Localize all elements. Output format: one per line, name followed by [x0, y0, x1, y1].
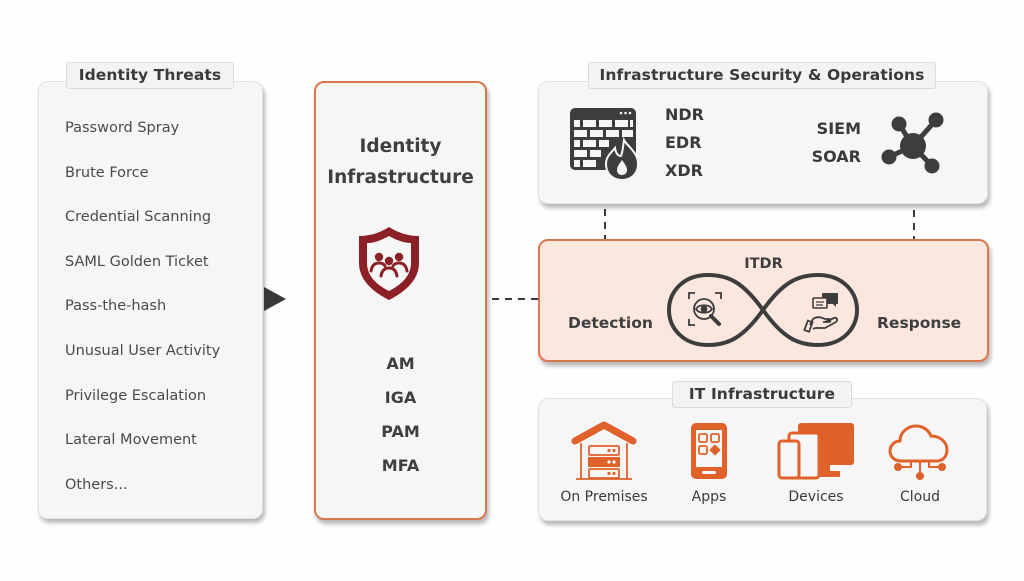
it-item-label: Apps [691, 489, 727, 505]
threat-item: Unusual User Activity [65, 342, 221, 359]
ndr-item: XDR [665, 161, 703, 180]
identity-infrastructure-panel: Identity Infrastructure AM IGA PAM MFA [314, 81, 487, 520]
threat-item: Privilege Escalation [65, 387, 207, 404]
infra-security-ops-panel: NDR EDR XDR SIEM SOAR [538, 81, 988, 204]
it-item-label: On Premises [560, 489, 648, 505]
idinfra-item: IGA [384, 388, 417, 407]
hand-chat-icon [803, 293, 838, 333]
threat-item: Password Spray [65, 120, 180, 136]
eye-search-icon [688, 292, 722, 326]
siem-item: SOAR [811, 147, 861, 166]
threat-item: SAML Golden Ticket [65, 253, 209, 270]
mobile-apps-icon [691, 423, 727, 479]
siem-item: SIEM [816, 119, 861, 138]
it-item-devices: Devices [761, 421, 871, 505]
cloud-network-icon [888, 424, 949, 480]
shield-users-icon [359, 227, 419, 300]
itdr-panel: ITDR Detection Response [538, 239, 989, 362]
server-house-icon [571, 421, 637, 480]
identity-threats-panel: Password Spray Brute Force Credential Sc… [38, 81, 263, 519]
identity-infrastructure-list: AM IGA PAM MFA [316, 353, 485, 489]
ndr-list: NDR EDR XDR [665, 104, 704, 188]
it-item-label: Devices [788, 489, 844, 505]
title-line-1: Identity [359, 136, 442, 157]
threat-item: Lateral Movement [65, 432, 197, 449]
it-item-label: Cloud [900, 489, 940, 505]
threat-item: Brute Force [65, 164, 149, 181]
threat-item: Credential Scanning [65, 209, 212, 226]
siem-list: SIEM SOAR [793, 118, 861, 174]
threat-list: Password Spray Brute Force Credential Sc… [65, 118, 220, 519]
infra-security-ops-title: Infrastructure Security & Operations [588, 62, 936, 89]
response-label: Response [877, 314, 962, 332]
idinfra-item: PAM [381, 422, 420, 441]
it-item-on-premises: On Premises [549, 421, 659, 505]
infinity-loop-icon [666, 272, 860, 348]
it-infrastructure-title: IT Infrastructure [672, 381, 852, 408]
network-hub-icon [881, 112, 944, 174]
threat-item: Pass-the-hash [65, 298, 167, 315]
identity-threats-title: Identity Threats [66, 62, 234, 89]
detection-label: Detection [568, 314, 653, 332]
ndr-item: EDR [665, 133, 702, 152]
arrow-right-icon [264, 287, 286, 311]
firewall-fire-icon [570, 108, 640, 182]
ndr-item: NDR [665, 105, 704, 124]
title-line-2: Infrastructure [327, 167, 474, 188]
it-item-cloud: Cloud [865, 421, 975, 505]
idinfra-item: AM [386, 354, 415, 373]
devices-icon [777, 423, 854, 480]
it-infrastructure-panel: On Premises Apps Devices [538, 398, 987, 521]
itdr-title: ITDR [744, 256, 783, 272]
identity-infrastructure-title: Identity Infrastructure [316, 131, 485, 193]
it-item-apps: Apps [654, 421, 764, 505]
idinfra-item: MFA [381, 456, 420, 475]
threat-item: Others... [65, 476, 128, 493]
